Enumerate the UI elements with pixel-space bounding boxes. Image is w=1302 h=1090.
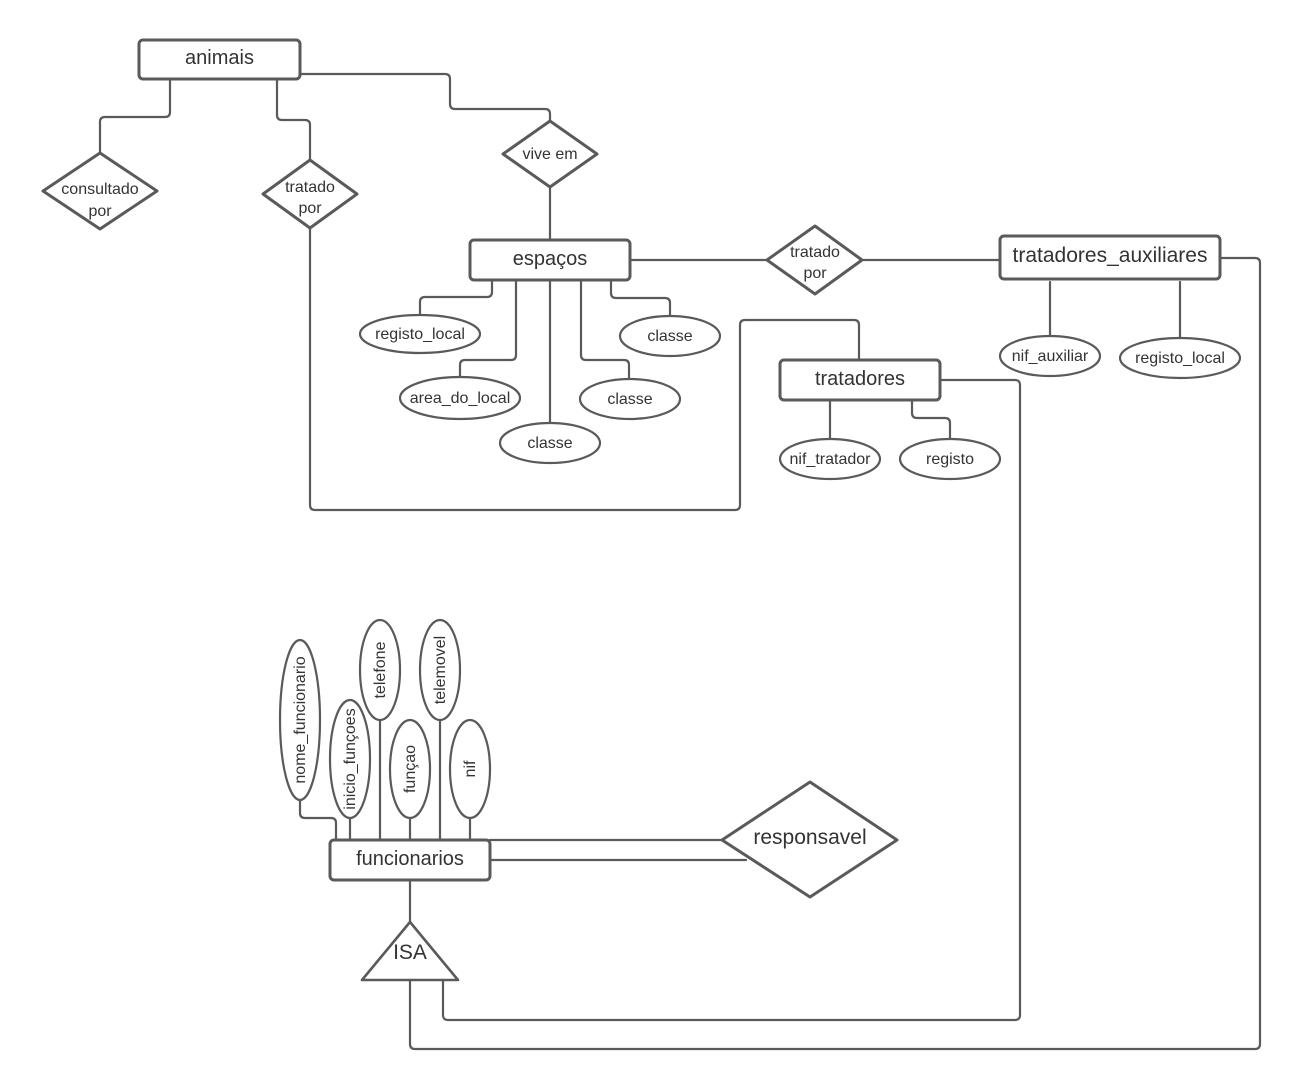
relationship-tratado-por-animais[interactable]: tratado por bbox=[261, 158, 359, 230]
entity-funcionarios[interactable]: funcionarios bbox=[328, 838, 492, 882]
attribute-nif[interactable]: nif bbox=[448, 718, 492, 820]
attribute-label: nome_funcionario bbox=[292, 656, 309, 783]
relationship-label-line2: por bbox=[803, 265, 827, 282]
relationship-tratado-por-espacos[interactable]: tratado por bbox=[765, 224, 864, 296]
connector-animais-vive-em bbox=[298, 72, 552, 123]
relationship-label-line2: por bbox=[88, 203, 112, 220]
relationship-label-line1: consultado bbox=[61, 181, 138, 198]
attribute-area-do-local[interactable]: area_do_local bbox=[398, 375, 522, 421]
attribute-funcao[interactable]: funçao bbox=[388, 718, 432, 820]
attribute-registo-local-espacos[interactable]: registo_local bbox=[358, 313, 482, 355]
entity-animais[interactable]: animais bbox=[137, 38, 302, 81]
relationship-label-line1: tratado bbox=[285, 179, 335, 196]
entity-label: espaços bbox=[513, 248, 588, 270]
relationship-responsavel[interactable]: responsavel bbox=[720, 780, 899, 899]
attribute-label: area_do_local bbox=[410, 390, 511, 407]
attribute-label: registo bbox=[926, 451, 974, 468]
attribute-label: nif_auxiliar bbox=[1012, 348, 1089, 365]
relationship-label-line1: tratado bbox=[790, 244, 840, 261]
isa-label: ISA bbox=[393, 941, 427, 964]
attribute-inicio-funcoes[interactable]: inicio_funçoes bbox=[328, 698, 372, 820]
attribute-classe-3[interactable]: classe bbox=[618, 314, 722, 358]
connector-espacos-classe-3 bbox=[609, 278, 672, 317]
attribute-registo-local-auxiliares[interactable]: registo_local bbox=[1118, 336, 1242, 380]
connector-tratadores-registo bbox=[910, 398, 952, 442]
entity-label: funcionarios bbox=[356, 848, 464, 870]
connector-auxiliares-isa bbox=[408, 256, 1262, 1051]
attribute-label: nif_tratador bbox=[790, 451, 872, 468]
isa-triangle[interactable]: ISA bbox=[360, 920, 460, 982]
connector-tratadores-isa bbox=[441, 378, 1022, 1022]
attribute-nif-auxiliar[interactable]: nif_auxiliar bbox=[998, 334, 1102, 378]
attribute-label: telefone bbox=[372, 641, 389, 698]
connector-animais-tratado-por bbox=[275, 77, 312, 162]
attribute-label: classe bbox=[607, 391, 652, 408]
entity-tratadores-auxiliares[interactable]: tratadores_auxiliares bbox=[998, 234, 1222, 281]
attribute-telefone[interactable]: telefone bbox=[358, 618, 402, 722]
connectors bbox=[98, 72, 1262, 1051]
connector-espacos-classe-2 bbox=[579, 278, 631, 382]
connector-animais-consultado-por bbox=[98, 77, 172, 154]
relationship-label: vive em bbox=[522, 146, 577, 163]
attribute-classe-2[interactable]: classe bbox=[578, 377, 682, 421]
attribute-registo[interactable]: registo bbox=[898, 437, 1002, 481]
attribute-nif-tratador[interactable]: nif_tratador bbox=[778, 437, 882, 481]
attribute-label: classe bbox=[527, 435, 572, 452]
attribute-label: nif bbox=[462, 760, 479, 777]
relationship-label-line2: por bbox=[298, 200, 322, 217]
entity-espacos[interactable]: espaços bbox=[468, 238, 632, 282]
connector-tratado-por-tratadores bbox=[308, 226, 861, 512]
attribute-label: telemovel bbox=[432, 636, 449, 704]
entity-tratadores[interactable]: tratadores bbox=[778, 358, 942, 402]
relationship-consultado-por[interactable]: consultado por bbox=[41, 151, 159, 231]
entity-label: tratadores bbox=[815, 368, 905, 390]
attribute-nome-funcionario[interactable]: nome_funcionario bbox=[278, 638, 322, 802]
connector-espacos-registo-local bbox=[418, 278, 494, 317]
relationship-vive-em[interactable]: vive em bbox=[501, 119, 599, 189]
entity-label: animais bbox=[185, 47, 254, 69]
connector-funcionarios-nome bbox=[298, 798, 338, 842]
connector-espacos-area-do-local bbox=[458, 278, 518, 380]
attribute-label: funçao bbox=[402, 745, 419, 793]
attribute-label: registo_local bbox=[1135, 350, 1225, 367]
attribute-label: inicio_funçoes bbox=[342, 708, 359, 809]
attribute-label: classe bbox=[647, 328, 692, 345]
relationship-label: responsavel bbox=[753, 826, 866, 849]
entity-label: tratadores_auxiliares bbox=[1013, 244, 1208, 267]
attribute-classe-1[interactable]: classe bbox=[498, 421, 602, 465]
attribute-label: registo_local bbox=[375, 326, 465, 343]
attribute-telemovel[interactable]: telemovel bbox=[418, 618, 462, 722]
